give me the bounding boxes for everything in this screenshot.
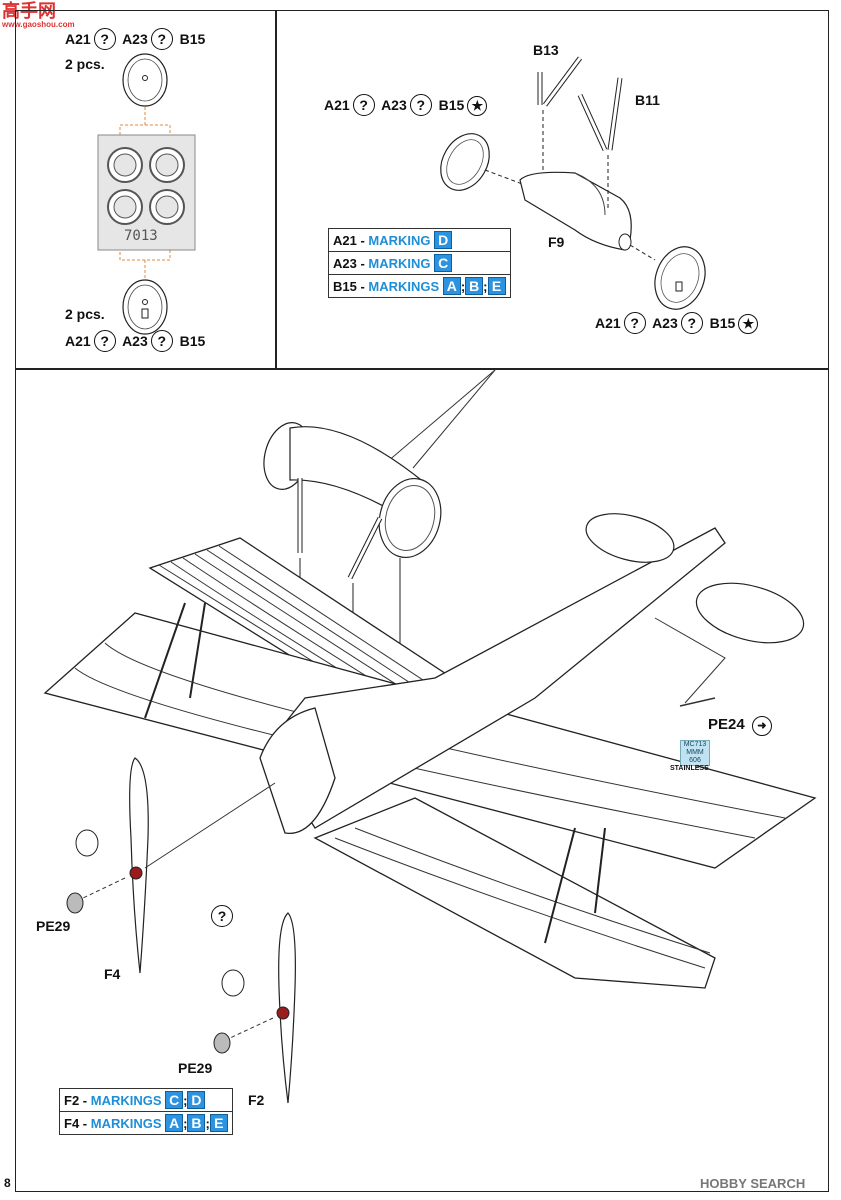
pe29-left-label: PE29 — [36, 918, 71, 934]
fret-code: 606 — [689, 757, 701, 764]
question-icon: ? — [623, 312, 646, 334]
fret-code: MMM — [686, 749, 704, 756]
inset-right-bottom-refs: A21? A23? B15★ — [595, 312, 759, 334]
ref-b15: B15 — [709, 315, 736, 331]
aircraft-assembly-drawing — [43, 369, 817, 1104]
marking-row: F2 - MARKINGS C;D — [59, 1088, 233, 1112]
watermark: HOBBY SEARCH — [700, 1176, 806, 1191]
marking-code: E — [487, 277, 506, 295]
marking-code: C — [165, 1091, 184, 1109]
inset-left-top-pcs: 2 pcs. — [65, 56, 105, 72]
marking-code: E — [209, 1114, 228, 1132]
question-icon: ? — [211, 905, 233, 927]
inset-right-frame — [275, 10, 829, 370]
ref-a21: A21 — [65, 333, 91, 349]
part-f9-label: F9 — [548, 234, 565, 250]
ref-b15: B15 — [179, 333, 206, 349]
marking-code: D — [434, 231, 453, 249]
fret-code: MC713 — [683, 741, 707, 748]
inset-right-markings-table: A21 - MARKING D A23 - MARKING C B15 - MA… — [328, 228, 511, 298]
inset-left-bottom-pcs: 2 pcs. — [65, 306, 105, 322]
pe24-label: PE24 ➜ — [708, 716, 772, 736]
page-number: 8 — [4, 1176, 11, 1190]
inset-right-top-refs: A21? A23? B15★ — [324, 94, 488, 116]
marking-code: A — [442, 277, 461, 295]
ref-a23: A23 — [122, 31, 148, 47]
ref-b15: B15 — [438, 97, 465, 113]
ref-a21: A21 — [595, 315, 621, 331]
question-icon: ? — [680, 312, 703, 334]
ref-a23: A23 — [381, 97, 407, 113]
pe29-right-label: PE29 — [178, 1060, 213, 1076]
question-icon: ? — [150, 330, 173, 352]
mask-code: 7013 — [124, 228, 158, 244]
marking-part: B15 — [333, 279, 357, 294]
site-logo-url: www.gaoshou.com — [2, 20, 75, 29]
undercarriage-drawing — [440, 56, 706, 310]
question-icon: ? — [150, 28, 173, 50]
question-icon: ? — [93, 330, 116, 352]
star-icon: ★ — [738, 314, 759, 334]
arrow-right-icon: ➜ — [751, 716, 772, 736]
ref-a21: A21 — [324, 97, 350, 113]
marking-word: MARKING — [368, 233, 431, 248]
marking-word: MARKINGS — [368, 279, 440, 294]
f4-label: F4 — [104, 966, 121, 982]
marking-code: A — [165, 1114, 184, 1132]
marking-word: MARKINGS — [90, 1116, 162, 1131]
ref-a23: A23 — [652, 315, 678, 331]
inset-left-top-refs: A21? A23? B15 — [65, 28, 205, 50]
propeller-markings-table: F2 - MARKINGS C;D F4 - MARKINGS A;B;E — [59, 1088, 233, 1135]
ref-b15: B15 — [179, 31, 206, 47]
part-b11-label: B11 — [635, 92, 660, 108]
marking-row: A23 - MARKING C — [328, 251, 511, 275]
marking-row: A21 - MARKING D — [328, 228, 511, 252]
marking-word: MARKINGS — [90, 1093, 162, 1108]
stainless-caption: STAINLESS — [670, 765, 709, 772]
marking-code: C — [434, 254, 453, 272]
main-frame — [15, 368, 829, 1192]
question-icon: ? — [93, 28, 116, 50]
marking-code: D — [187, 1091, 206, 1109]
marking-part: F4 — [64, 1116, 80, 1131]
marking-word: MARKING — [368, 256, 431, 271]
marking-part: A23 — [333, 256, 357, 271]
inset-left-bottom-refs: A21? A23? B15 — [65, 330, 205, 352]
question-icon: ? — [352, 94, 375, 116]
marking-code: B — [187, 1114, 206, 1132]
marking-code: B — [465, 277, 484, 295]
ref-a21: A21 — [65, 31, 91, 47]
pe24-fret-tag: MC713 MMM 606 — [680, 740, 710, 766]
ref-a23: A23 — [122, 333, 148, 349]
pe24-text: PE24 — [708, 716, 745, 733]
marking-part: A21 — [333, 233, 357, 248]
marking-part: F2 — [64, 1093, 80, 1108]
inset-left-frame — [15, 10, 277, 370]
marking-row: B15 - MARKINGS A;B;E — [328, 274, 511, 298]
marking-row: F4 - MARKINGS A;B;E — [59, 1111, 233, 1135]
question-icon: ? — [409, 94, 432, 116]
star-icon: ★ — [467, 96, 488, 116]
f2-label: F2 — [248, 1092, 265, 1108]
inset-left-wheel-drawing — [97, 53, 196, 335]
part-b13-label: B13 — [533, 42, 559, 58]
